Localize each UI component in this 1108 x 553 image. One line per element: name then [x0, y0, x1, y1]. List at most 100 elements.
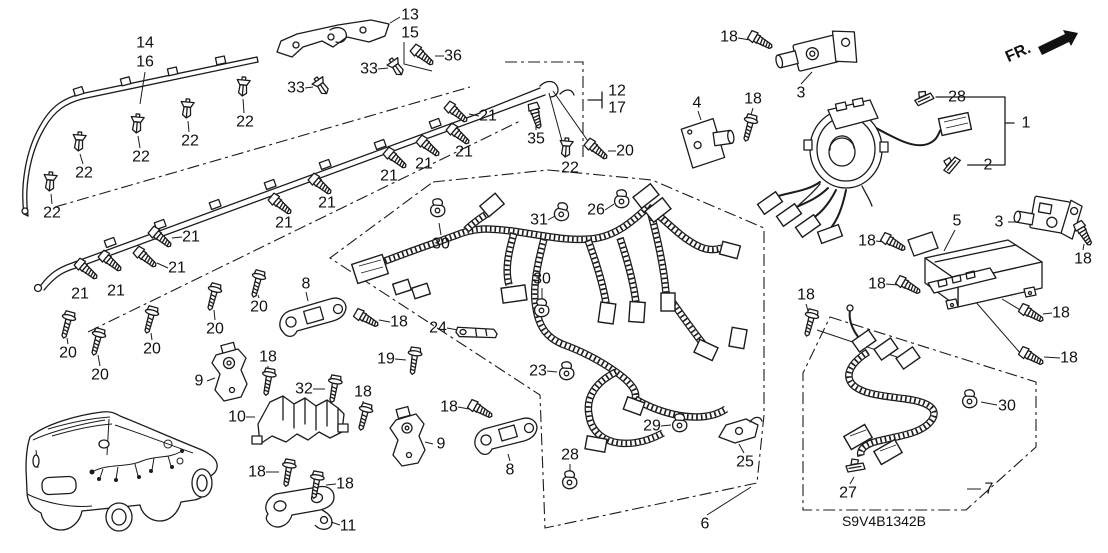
boltv-icon — [404, 346, 424, 376]
callout-14: 14 — [136, 35, 154, 52]
clipb-icon — [845, 458, 866, 473]
callout-18: 18 — [336, 476, 354, 493]
leader-line — [943, 229, 956, 252]
wire-harness-7 — [842, 304, 934, 466]
leader-line — [206, 377, 216, 382]
cliph-icon — [671, 413, 688, 433]
leader-line — [305, 291, 309, 302]
fr-label: FR. — [1003, 40, 1033, 66]
callout-21: 21 — [107, 283, 125, 300]
callout-16: 16 — [136, 54, 154, 71]
harness-connector — [628, 300, 646, 324]
harness-connector — [584, 435, 608, 453]
callout-18: 18 — [354, 384, 372, 401]
clip-icon — [42, 170, 59, 193]
callout-22: 22 — [561, 160, 579, 177]
callout-18: 18 — [248, 464, 266, 481]
callout-8: 8 — [302, 276, 311, 293]
side-sensor-9-left — [211, 341, 248, 402]
cable-reel-assembly — [756, 97, 973, 245]
cliph-icon — [558, 361, 575, 381]
curtain-rail-left — [21, 55, 259, 217]
callout-21: 21 — [275, 215, 293, 232]
callout-31: 31 — [530, 212, 548, 229]
boltv-icon — [799, 307, 821, 339]
cliph-icon — [429, 198, 446, 218]
callout-21: 21 — [455, 144, 473, 161]
callout-20: 20 — [143, 341, 161, 358]
fr-direction-indicator: FR. — [1003, 30, 1078, 66]
boltv-icon — [738, 112, 760, 144]
leader-line — [97, 354, 101, 367]
leader-line — [79, 153, 84, 165]
harness-connector — [410, 282, 432, 300]
cliph-icon — [533, 298, 550, 318]
bolt-icon — [1072, 219, 1096, 249]
harness-connector — [500, 284, 528, 304]
callout-29: 29 — [643, 418, 661, 435]
callout-3: 3 — [995, 214, 1004, 231]
harness-connector — [718, 240, 742, 260]
callout-20: 20 — [250, 299, 268, 316]
callout-28: 28 — [948, 89, 966, 106]
harness-connector — [350, 253, 390, 285]
leader-line — [156, 262, 169, 269]
leader-line — [697, 110, 702, 121]
leader-line — [507, 453, 511, 462]
boltv-icon — [139, 304, 161, 336]
callout-36: 36 — [444, 48, 462, 65]
front-impact-sensor-top — [775, 30, 858, 72]
callout-6: 6 — [701, 516, 710, 533]
harness-6-region-boundary — [329, 169, 765, 529]
bolt-icon — [526, 101, 546, 131]
cliph-icon — [961, 389, 978, 409]
callout-26: 26 — [587, 202, 605, 219]
leader-line — [403, 42, 433, 72]
leader-line — [330, 521, 341, 526]
harness-connector — [895, 345, 921, 371]
bracket-13-15 — [276, 19, 390, 58]
harness-connector — [851, 328, 877, 354]
clip-icon — [558, 136, 575, 159]
leader-line — [150, 332, 153, 341]
leader-line — [660, 424, 672, 427]
leader-line — [139, 71, 146, 105]
callout-21: 21 — [182, 229, 200, 246]
callout-32: 32 — [295, 381, 313, 398]
callout-11: 11 — [340, 518, 357, 535]
harness-connector — [478, 192, 506, 218]
boundary-line — [54, 86, 471, 208]
callout-20: 20 — [206, 321, 224, 338]
bracket-8-lower — [474, 417, 538, 456]
leader-line — [187, 120, 190, 133]
label-bracket-1-2-28 — [935, 96, 1015, 166]
leader-line — [800, 71, 813, 85]
bkt24-icon — [454, 323, 499, 343]
bolt-icon — [1017, 302, 1047, 326]
clipb-icon — [912, 88, 936, 107]
callout-35: 35 — [527, 131, 545, 148]
callout-33: 33 — [287, 80, 305, 97]
leader-line — [394, 358, 407, 361]
callout-19: 19 — [377, 351, 395, 368]
callout-15: 15 — [401, 25, 419, 42]
callout-8: 8 — [506, 462, 515, 479]
boltv-icon — [353, 401, 375, 433]
bracket-25 — [718, 416, 763, 444]
boundary-line — [505, 61, 584, 158]
boltv-icon — [246, 268, 268, 300]
bolt-icon — [96, 248, 125, 275]
callout-21: 21 — [318, 195, 336, 212]
leader-line — [885, 283, 899, 286]
bolt-icon — [582, 136, 611, 163]
clip-icon — [179, 97, 196, 120]
leader-line — [257, 294, 260, 299]
section-boundaries — [54, 61, 1037, 529]
callout-21: 21 — [380, 168, 398, 185]
callout-1: 1 — [1022, 115, 1031, 132]
leader-line — [457, 406, 470, 410]
callout-5: 5 — [953, 213, 962, 230]
fr-arrow-icon — [1038, 30, 1078, 55]
